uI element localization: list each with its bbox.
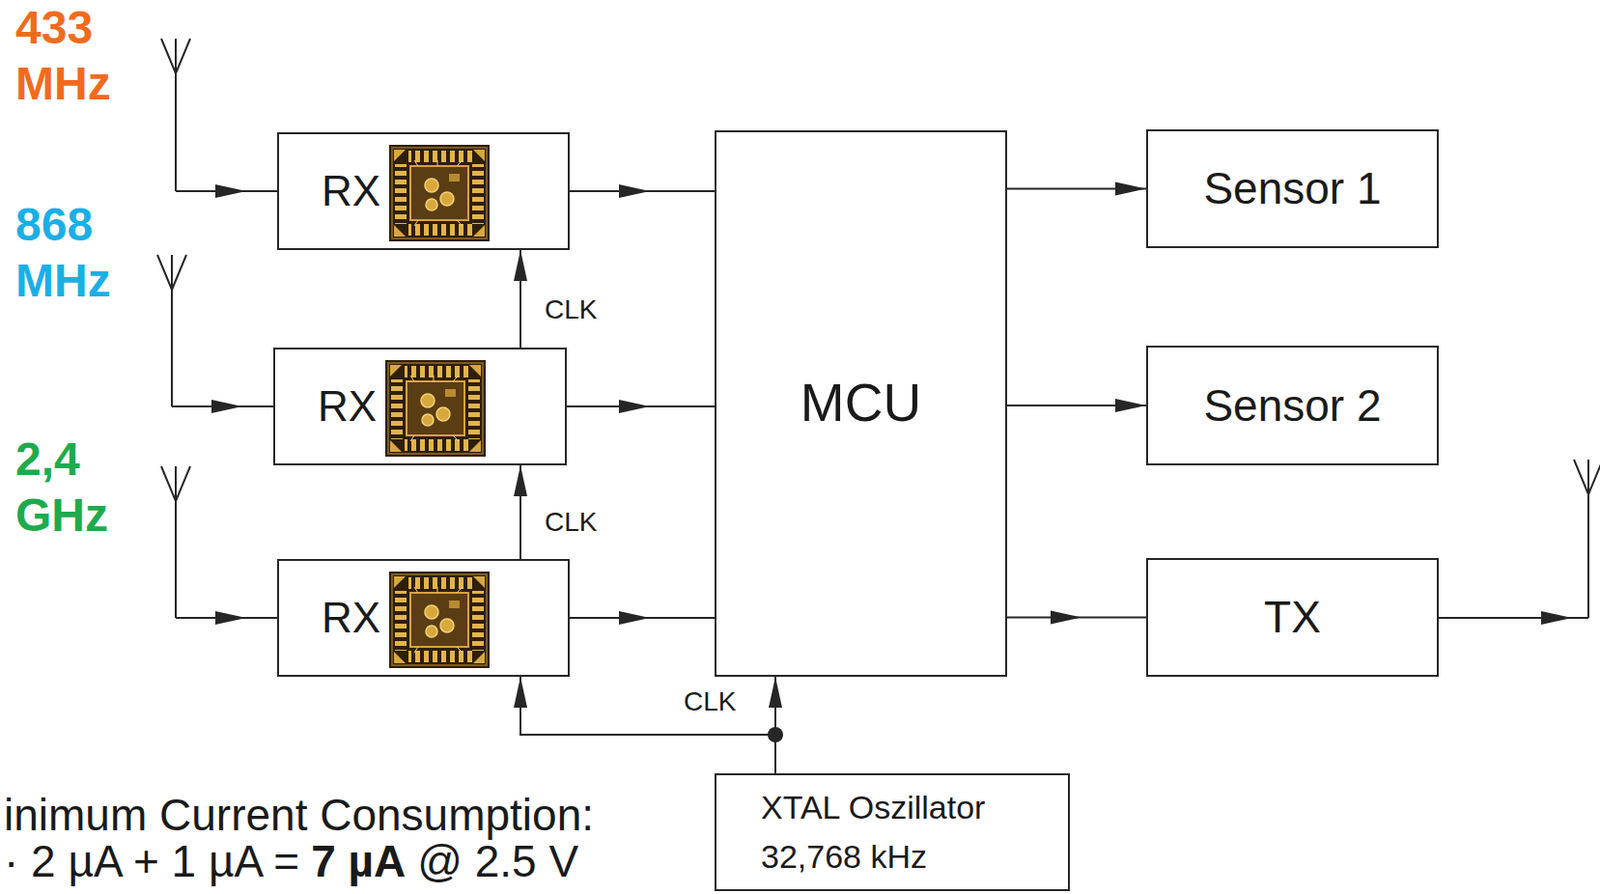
chip-photo [389, 571, 490, 669]
receiver-box: RX [277, 132, 570, 251]
formula-text: @ 2.5 V [417, 838, 579, 885]
arrowhead [513, 676, 528, 708]
arrowhead [215, 184, 247, 198]
arrowhead [1115, 182, 1147, 197]
mcu-box: MCU [714, 130, 1008, 677]
connector [1007, 611, 1147, 625]
box-label: Sensor 2 [1203, 380, 1381, 432]
signal-label: CLK [542, 294, 599, 326]
sensor-box: Sensor 1 [1146, 129, 1439, 249]
arrowhead [768, 676, 783, 708]
antenna-arm [161, 38, 176, 74]
connector [569, 611, 715, 625]
arrowhead [618, 399, 650, 414]
antenna-mast [1587, 459, 1590, 618]
sensor-box: Sensor 2 [1146, 345, 1439, 466]
connector [513, 250, 528, 348]
signal-label: CLK [681, 686, 738, 718]
transmitter-box: TX [1146, 558, 1439, 677]
connector [569, 184, 715, 198]
oscillator-box: XTAL Oszillator 32,768 kHz [714, 773, 1070, 892]
box-label: 32,768 kHz [760, 838, 927, 876]
connector [513, 676, 776, 774]
arrowhead [1541, 611, 1572, 625]
box-label: RX [317, 382, 377, 432]
box-label: RX [321, 167, 381, 217]
arrowhead [618, 611, 650, 625]
box-label: MCU [800, 372, 922, 434]
connector-line [520, 676, 776, 774]
arrowhead [513, 465, 528, 497]
antenna-arm [1573, 459, 1589, 495]
antenna-mast [174, 38, 177, 192]
box-label: Sensor 1 [1203, 163, 1381, 215]
receiver-box: RX [273, 347, 567, 466]
formula-result: 7 µA [310, 838, 406, 885]
frequency-label: 868 MHz [15, 196, 112, 309]
antenna-arm [175, 466, 191, 502]
chip-photo [385, 360, 486, 457]
arrowhead [618, 184, 650, 198]
arrowhead [513, 250, 528, 281]
connector [566, 399, 715, 414]
signal-label: CLK [542, 506, 599, 538]
arrowhead [215, 611, 247, 625]
receiver-box: RX [277, 559, 570, 677]
frequency-label: 2,4 GHz [15, 431, 109, 544]
box-label: TX [1263, 591, 1321, 644]
connector [1007, 398, 1147, 413]
arrowhead [1115, 398, 1147, 413]
antenna-mast [174, 466, 177, 618]
frequency-label: 433 MHz [15, 0, 112, 113]
antenna-arm [1588, 459, 1600, 495]
formula-line: · 2 µA + 1 µA =7 µA@ 2.5 V [3, 838, 579, 885]
antenna-arm [161, 466, 176, 502]
formula-text: · 2 µA + 1 µA = [3, 838, 300, 885]
antenna-mast [170, 254, 173, 407]
note-text: inimum Current Consumption: [3, 791, 594, 839]
arrowhead [211, 399, 243, 414]
connector [513, 465, 528, 560]
chip-photo [389, 144, 490, 242]
antenna-arm [171, 254, 187, 290]
box-label: RX [321, 593, 381, 644]
connector [1007, 182, 1147, 197]
antenna-arm [175, 38, 191, 74]
box-label: XTAL Oszillator [760, 788, 985, 827]
antenna-arm [157, 254, 172, 290]
arrowhead [1050, 611, 1082, 625]
